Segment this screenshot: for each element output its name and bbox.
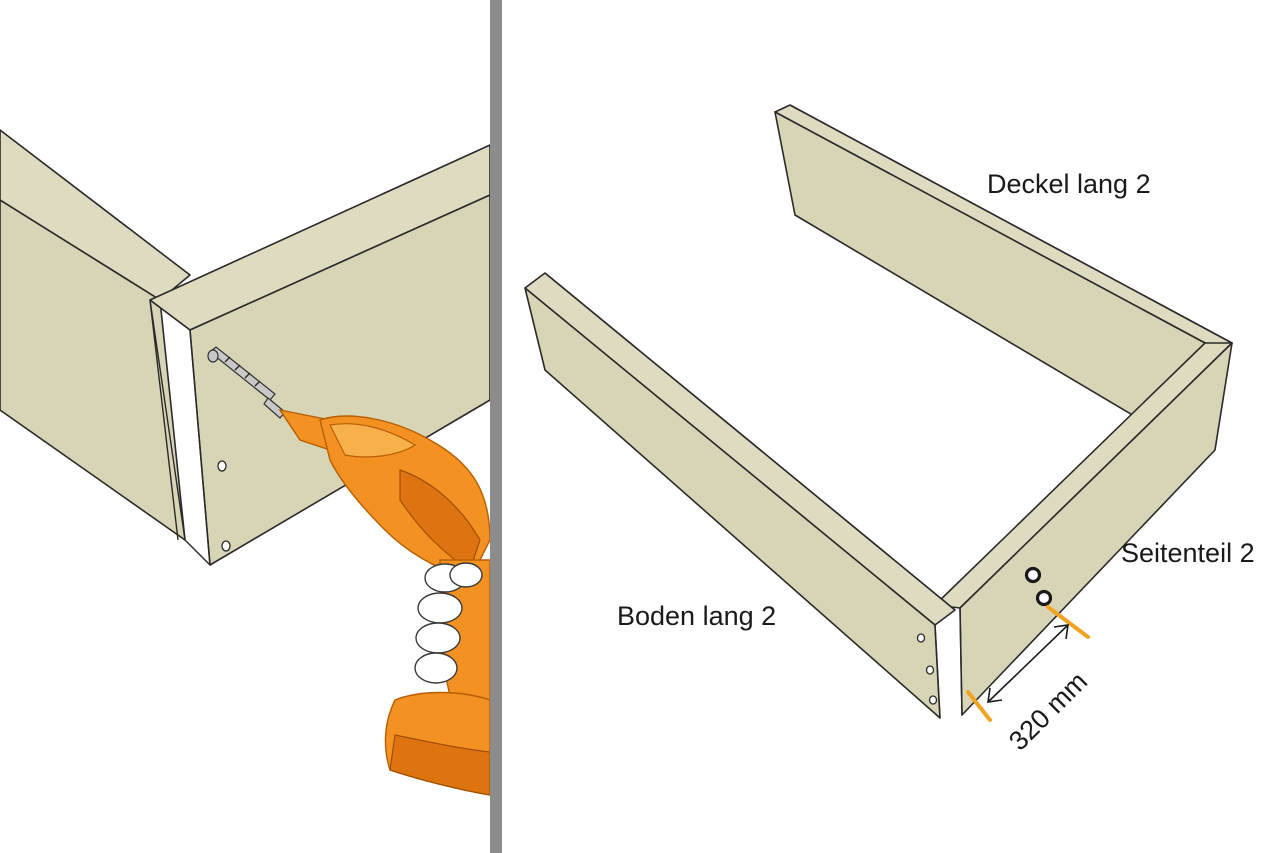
measure-marker-start	[966, 690, 992, 722]
board-deckel-lang-2	[774, 104, 1233, 456]
cordless-drill-icon	[263, 397, 491, 796]
panel-divider	[490, 0, 502, 853]
screw-hole-upper	[217, 460, 227, 472]
left-board-side	[149, 144, 491, 566]
end-hole-top	[916, 633, 926, 643]
dimension-arrow	[987, 624, 1069, 703]
end-hole-middle	[925, 665, 935, 675]
left-panel	[0, 129, 491, 796]
screw-icon	[207, 346, 276, 401]
label-deckel-lang-2: Deckel lang 2	[987, 169, 1151, 199]
right-panel: Deckel lang 2 Seitenteil 2 Boden lang 2 …	[524, 104, 1255, 756]
left-board-long	[0, 129, 191, 541]
board-boden-lang-2	[524, 272, 956, 719]
label-dimension: 320 mm	[1003, 666, 1093, 756]
hand-icon	[414, 562, 483, 684]
measure-marker-end	[1046, 605, 1090, 639]
screw-hole-lower	[221, 540, 231, 552]
label-boden-lang-2: Boden lang 2	[617, 601, 776, 631]
drill-mark-upper	[1024, 566, 1042, 584]
board-seitenteil-2	[934, 342, 1233, 716]
label-seitenteil-2: Seitenteil 2	[1121, 538, 1255, 568]
end-hole-bottom	[928, 695, 938, 705]
drill-mark-lower	[1035, 589, 1053, 607]
